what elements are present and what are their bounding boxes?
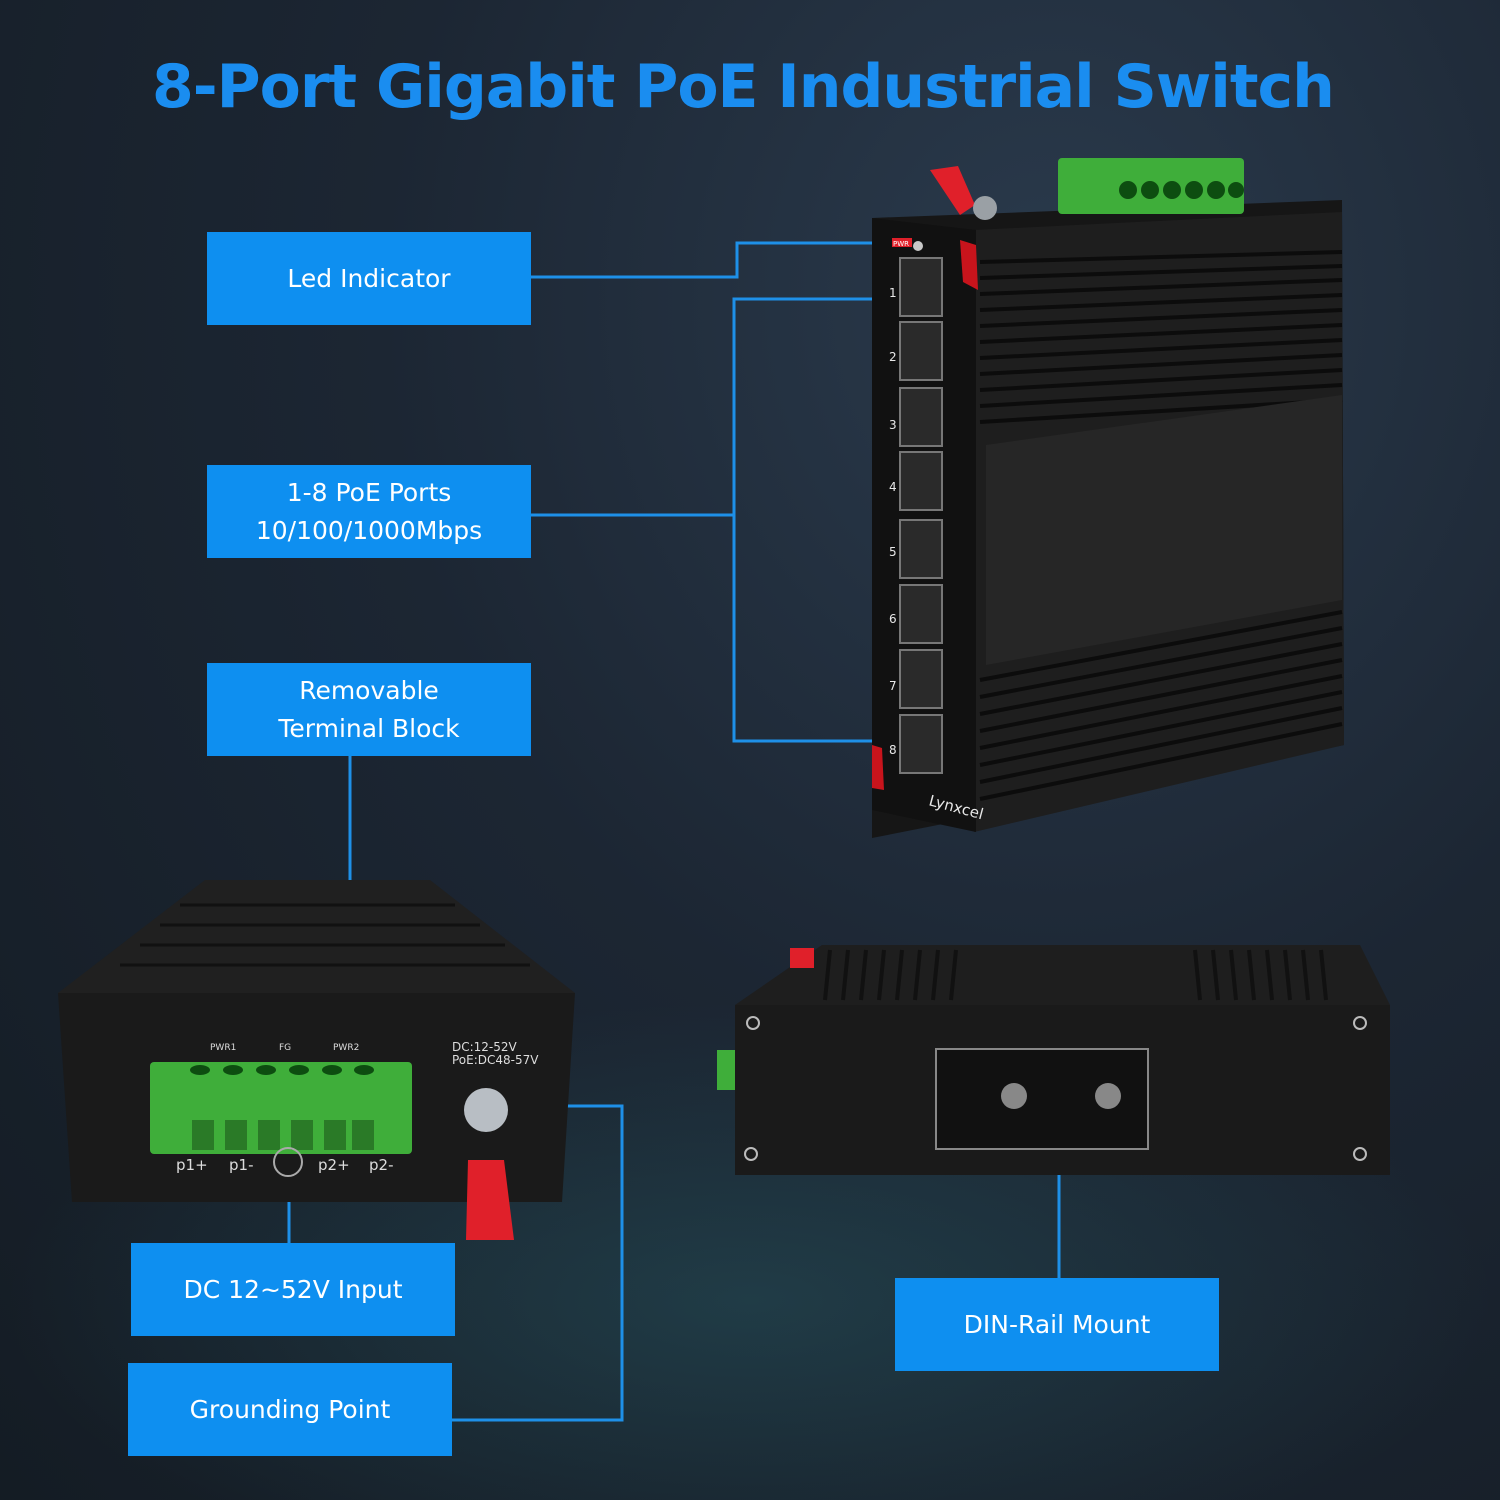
- heatsink-fins-top: [979, 250, 1343, 424]
- switch-power-end-view: PWR1 FG PWR2 DC:12-52V PoE:DC48-57V p1+ …: [58, 880, 575, 1240]
- svg-text:7: 7: [889, 679, 897, 693]
- rj45-ports: [899, 257, 943, 774]
- label-din-rail-text: DIN-Rail Mount: [963, 1309, 1151, 1339]
- svg-text:p1-: p1-: [229, 1156, 253, 1174]
- svg-text:p2+: p2+: [318, 1156, 350, 1174]
- svg-text:5: 5: [889, 545, 897, 559]
- svg-text:FG: FG: [279, 1043, 291, 1053]
- port-numbers: 1 2 3 4 5 6 7 8: [889, 286, 897, 757]
- pwr-label: PWR: [893, 240, 909, 248]
- label-poe-ports-line1: 1-8 PoE Ports: [286, 477, 452, 507]
- label-dc-input-text: DC 12~52V Input: [183, 1274, 403, 1304]
- label-terminal-block-line1: Removable: [299, 675, 439, 705]
- svg-text:DC:12-52V: DC:12-52V: [452, 1040, 518, 1054]
- svg-text:PWR2: PWR2: [333, 1043, 359, 1053]
- label-led-indicator: Led Indicator: [207, 232, 531, 325]
- svg-text:3: 3: [889, 418, 897, 432]
- label-led-indicator-text: Led Indicator: [287, 263, 451, 293]
- svg-text:4: 4: [889, 480, 897, 494]
- heatsink-fins-bottom: [979, 610, 1343, 801]
- switch-front-view: 1 2 3 4 5 6 7 8 PWR Lynxcel: [872, 158, 1344, 838]
- label-grounding-point: Grounding Point: [128, 1363, 452, 1456]
- svg-text:PoE:DC48-57V: PoE:DC48-57V: [452, 1053, 539, 1067]
- green-terminal-block: [150, 1062, 412, 1154]
- line-ports-bracket: [732, 297, 872, 743]
- din-rail-clip: [935, 1048, 1149, 1150]
- svg-text:2: 2: [889, 350, 897, 364]
- svg-text:6: 6: [889, 612, 897, 626]
- label-dc-input: DC 12~52V Input: [131, 1243, 455, 1336]
- label-din-rail: DIN-Rail Mount: [895, 1278, 1219, 1371]
- svg-text:p1+: p1+: [176, 1156, 208, 1174]
- side-green-connector: [717, 1050, 735, 1090]
- side-red-tab: [790, 948, 814, 968]
- ground-screw: [464, 1088, 508, 1132]
- label-poe-ports-line2: 10/100/1000Mbps: [255, 515, 483, 545]
- page-title: 8-Port Gigabit PoE Industrial Switch: [152, 52, 1335, 122]
- switch-side-view: [717, 945, 1390, 1175]
- pwr-led: [913, 241, 923, 251]
- ground-lug-red: [466, 1160, 514, 1240]
- label-poe-ports: 1-8 PoE Ports 10/100/1000Mbps: [207, 465, 531, 558]
- svg-text:8: 8: [889, 743, 897, 757]
- ground-symbol: [273, 1147, 303, 1177]
- label-terminal-block-line2: Terminal Block: [278, 713, 460, 743]
- svg-text:PWR1: PWR1: [210, 1043, 236, 1053]
- top-ground-lug: [930, 166, 975, 215]
- svg-text:p2-: p2-: [369, 1156, 393, 1174]
- label-terminal-block: Removable Terminal Block: [207, 663, 531, 756]
- label-grounding-point-text: Grounding Point: [189, 1394, 391, 1424]
- line-led: [530, 241, 872, 279]
- svg-text:1: 1: [889, 286, 897, 300]
